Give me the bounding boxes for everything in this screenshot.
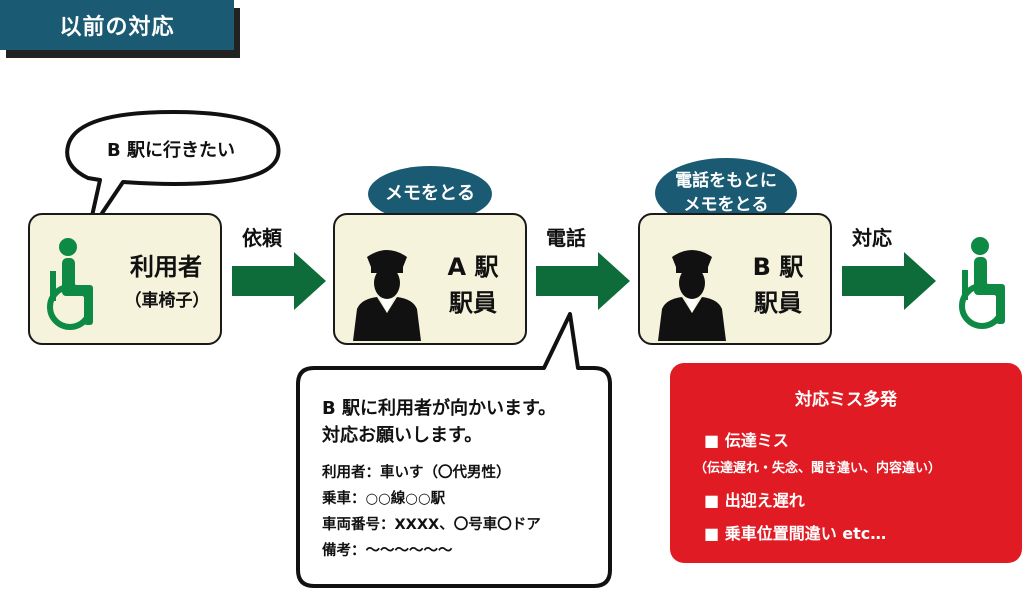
- issues-title: 対応ミス多発: [795, 390, 897, 410]
- user-sub-label: （車椅子）: [124, 291, 210, 311]
- arrow-request-label: 依頼: [242, 226, 282, 250]
- detail-user: 利用者：車いす（〇代男性）: [322, 465, 511, 481]
- page-title: 以前の対応: [0, 0, 234, 50]
- detail-boarding: 乗車：○○線○○駅: [322, 491, 446, 507]
- station-b-note-line2: メモをとる: [683, 195, 769, 215]
- station-a-note: メモをとる: [368, 166, 492, 222]
- station-b-note-line1: 電話をもとに: [675, 171, 777, 191]
- station-a-staff: 駅員: [449, 289, 497, 317]
- arrow-response: [842, 252, 936, 310]
- user-speech-bubble: [65, 110, 281, 236]
- issue-wrong-position: ■ 乗車位置間違い etc…: [704, 524, 887, 543]
- user-speech-text: B 駅に行きたい: [107, 140, 235, 161]
- wheelchair-user-icon: [959, 237, 1005, 329]
- message-speech-bubble: [296, 312, 612, 588]
- station-a-name: A 駅: [447, 253, 499, 281]
- detail-car-number: 車両番号：XXXX、〇号車〇ドア: [322, 517, 541, 533]
- station-b-name: B 駅: [752, 253, 804, 281]
- issue-late-pickup: ■ 出迎え遅れ: [704, 491, 805, 510]
- issue-communication: ■ 伝達ミス: [704, 431, 789, 450]
- wheelchair-user-icon: [47, 238, 93, 330]
- station-b-box: B 駅 駅員: [638, 213, 832, 345]
- station-b-staff: 駅員: [754, 289, 802, 317]
- arrow-phone: [536, 252, 630, 310]
- issue-communication-detail: （伝達遅れ・失念、聞き違い、内容違い）: [694, 461, 942, 476]
- station-a-box: A 駅 駅員: [333, 213, 527, 345]
- arrow-request: [232, 252, 326, 310]
- user-label: 利用者: [130, 253, 202, 281]
- detail-remarks: 備考：～～～～～～: [322, 543, 453, 559]
- issues-box: 対応ミス多発 ■ 伝達ミス （伝達遅れ・失念、聞き違い、内容違い） ■ 出迎え遅…: [670, 363, 1022, 563]
- message-line2: 対応お願いします。: [322, 425, 483, 446]
- message-line1: B 駅に利用者が向かいます。: [322, 398, 557, 419]
- station-staff-icon: [658, 250, 726, 341]
- arrow-phone-label: 電話: [546, 226, 586, 250]
- station-staff-icon: [353, 250, 421, 341]
- user-box: 利用者 （車椅子）: [28, 213, 222, 345]
- arrow-response-label: 対応: [852, 226, 892, 250]
